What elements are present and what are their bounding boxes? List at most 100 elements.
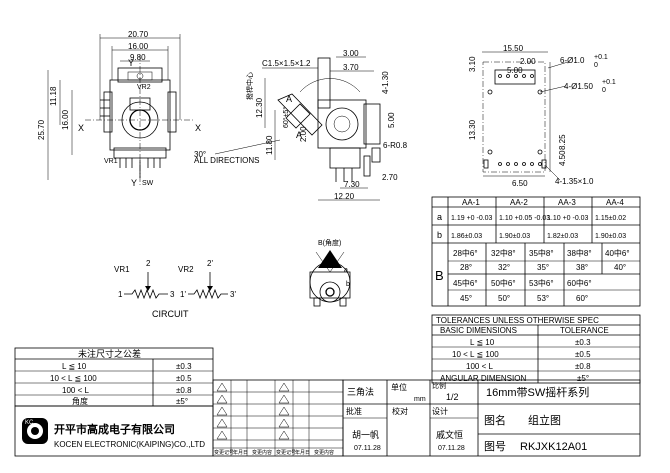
tol-row-4-tol: ±5° <box>577 374 589 383</box>
aa-header-3: AA-3 <box>558 198 576 207</box>
angle-b: b <box>346 281 350 288</box>
side-view: 3.00 3.70 4-1.30 C1.5×1.5×1.2 撥桿中心 12.30… <box>194 49 408 201</box>
dim-2-00-r: 2.00 <box>520 57 536 66</box>
dim-5-00-r: 5.00 <box>507 66 523 75</box>
rev-head-3: 变更内容 <box>252 449 272 456</box>
aa-a-4: 1.15±0.02 <box>595 215 626 222</box>
dim-11-18: 11.18 <box>49 86 58 106</box>
aa-B-4: 38中8° <box>567 248 592 258</box>
tolerance-table-cn: 未注尺寸之公差 L ≦ 10 ±0.3 10 < L ≦ 100 ±0.5 10… <box>14 347 214 407</box>
label-vr2: VR2 <box>137 84 151 91</box>
approve-label: 批准 <box>346 406 362 416</box>
cn-tol-row-1-tol: ±0.3 <box>176 362 192 371</box>
dim-12-20: 12.20 <box>334 192 355 201</box>
rev-head-6: 变更内容 <box>314 449 334 456</box>
hole-6-tol-up: +0.1 <box>594 54 608 61</box>
aa-row-a-label: a <box>437 212 442 222</box>
aa-B2-3: 35° <box>537 263 549 272</box>
cn-tol-row-3-tol: ±0.8 <box>176 386 192 395</box>
label-30deg: 30° <box>194 150 206 159</box>
unit-value: mm <box>414 396 426 403</box>
product-series: 16mm带SW摇杆系列 <box>486 385 589 399</box>
aa-B3-4: 60中6° <box>567 278 592 288</box>
dim-11-80: 11.80 <box>265 135 274 155</box>
lever: A A 60°±5° <box>277 57 361 140</box>
label-y-top: Y <box>128 58 134 68</box>
hole-4-dia: 4-Ø1.50 <box>564 82 593 91</box>
label-x-right: X <box>195 123 201 133</box>
dim-16-00: 16.00 <box>128 42 149 51</box>
front-pins <box>100 99 161 178</box>
hole-6-dia: 6-Ø1.0 <box>560 56 585 65</box>
cn-tol-row-3-range: 100 < L <box>62 386 89 395</box>
slot-dim: 4-1.35×1.0 <box>555 177 594 186</box>
tolerance-table-en: TOLERANCES UNLESS OTHERWISE SPEC BASIC D… <box>431 314 641 384</box>
tol-head-right: TOLERANCE <box>560 326 609 335</box>
aa-row-big-b-label: B <box>435 268 444 283</box>
tol-row-3-tol: ±0.8 <box>575 362 591 371</box>
design-date: 07.11.28 <box>438 445 465 452</box>
angle-a: a <box>344 267 348 274</box>
dim-9-80: 9.80 <box>130 53 146 62</box>
cn-tol-row-2-range: 10 < L ≦ 100 <box>50 374 97 383</box>
dim-3-70: 3.70 <box>343 63 359 72</box>
aa-B3-2: 50中6° <box>491 278 516 288</box>
title-block: KC 开平市高成电子有限公司 KOCEN ELECTRONIC(KAIPING)… <box>14 379 641 457</box>
company-name-cn: 开平市高成电子有限公司 <box>54 422 175 436</box>
dim-25-70: 25.70 <box>37 119 46 140</box>
aa-b-1: 1.86±0.03 <box>451 233 482 240</box>
circuit-pin2: 2 <box>146 259 151 268</box>
hole-4-tol-up: +0.1 <box>602 79 616 86</box>
aa-row-b-label: b <box>437 230 442 240</box>
scale-value: 1/2 <box>446 392 459 402</box>
tol-row-2-tol: ±0.5 <box>575 350 591 359</box>
aa-header-2: AA-2 <box>510 198 528 207</box>
angle-label: B(角度) <box>318 238 341 247</box>
circuit-vr2: VR2 <box>178 265 194 274</box>
rev-head-5: 年月日 <box>295 449 310 456</box>
aa-b-2: 1.90±0.03 <box>499 233 530 240</box>
label-lever-center: 撥桿中心 <box>245 72 254 100</box>
label-sw: SW <box>142 180 154 187</box>
aa-B3-3: 53中6° <box>529 278 554 288</box>
aa-B3-1: 45中6° <box>453 278 478 288</box>
aa-B2-5: 40° <box>614 263 626 272</box>
dim-12-30: 12.30 <box>255 97 264 118</box>
dim-3-00: 3.00 <box>343 49 359 58</box>
circuit-pin2p: 2' <box>207 259 213 268</box>
tol-row-3-range: 100 < L <box>466 362 493 371</box>
aa-B4-3: 53° <box>537 294 549 303</box>
dim-6-50: 6.50 <box>512 179 528 188</box>
dim-13-30: 13.30 <box>468 119 477 140</box>
unit-label: 单位 <box>391 382 407 392</box>
drawing-number: RKJXK12A01 <box>520 441 587 453</box>
right-view: 15.50 2.00 5.00 3.10 13.30 8.25 4.50 6.5… <box>468 44 616 188</box>
label-a-2: A <box>296 130 302 140</box>
tol-row-2-range: 10 < L ≦ 100 <box>452 350 499 359</box>
hole-4-tol-low: 0 <box>602 87 606 94</box>
dim-20-70: 20.70 <box>128 30 149 39</box>
aa-B2-1: 28° <box>460 263 472 272</box>
company-logo: KC <box>25 420 34 426</box>
aa-B-5: 40中6° <box>605 248 630 258</box>
design-label: 设计 <box>432 406 448 416</box>
rev-head-1: 变更记号 <box>214 449 234 456</box>
aa-B4-4: 60° <box>576 294 588 303</box>
aa-a-3: 1.10 +0 -0.03 <box>547 215 589 222</box>
rev-head-2: 年月日 <box>233 449 248 456</box>
label-thread: C1.5×1.5×1.2 <box>262 59 311 68</box>
dim-2-00: 2.00 <box>299 126 308 142</box>
circuit-pin3: 3 <box>170 290 175 299</box>
aa-table: AA-1 AA-2 AA-3 AA-4 a 1.19 +0 -0.03 1.10… <box>431 196 641 307</box>
hole-6-tol-low: 0 <box>594 62 598 69</box>
check-label: 校对 <box>392 406 408 416</box>
circuit-pin1: 1 <box>118 290 123 299</box>
company-name-en: KOCEN ELECTRONIC(KAIPING)CO.,LTD <box>54 440 205 449</box>
tol-row-1-tol: ±0.3 <box>575 338 591 347</box>
angle-detail: B(角度) a b <box>309 238 351 307</box>
aa-a-2: 1.10 +0.05 -0.03 <box>499 215 550 222</box>
label-all-directions: ALL DIRECTIONS <box>194 156 260 165</box>
dim-5-00-s: 5.00 <box>387 112 396 128</box>
tol-row-1-range: L ≦ 10 <box>470 338 495 347</box>
